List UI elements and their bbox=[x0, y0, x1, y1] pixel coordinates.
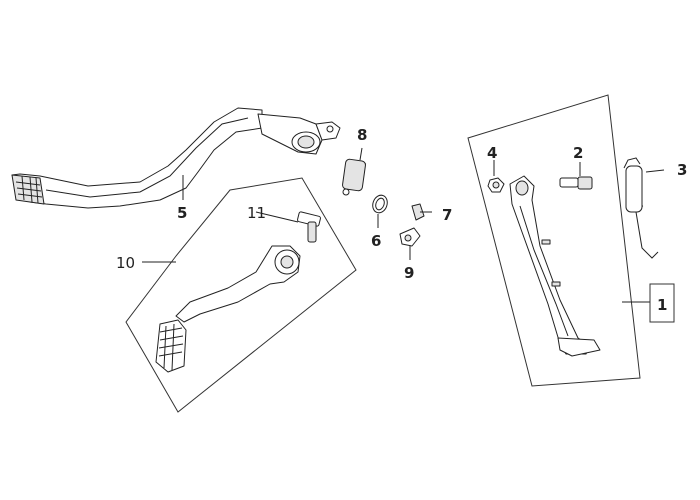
callout-11: 11 bbox=[247, 204, 266, 222]
callout-8: 8 bbox=[357, 126, 367, 144]
callout-1: 1 bbox=[657, 296, 667, 314]
callout-7: 7 bbox=[442, 206, 452, 224]
clip-7 bbox=[411, 203, 432, 221]
spring-3 bbox=[623, 157, 665, 259]
side-stand bbox=[509, 175, 601, 357]
callout-9: 9 bbox=[404, 264, 414, 282]
callout-5: 5 bbox=[177, 204, 187, 222]
side-stand-frame bbox=[467, 94, 641, 387]
spring-8 bbox=[342, 147, 367, 196]
gear-pedal-frame bbox=[125, 177, 357, 413]
callout-4: 4 bbox=[487, 144, 497, 162]
gear-shift-pedal bbox=[155, 245, 301, 373]
brake-pedal bbox=[11, 107, 341, 209]
switch-9 bbox=[399, 227, 421, 260]
bolt-2 bbox=[559, 162, 593, 190]
callout-6: 6 bbox=[371, 232, 381, 250]
nut-4 bbox=[487, 160, 505, 193]
shift-pedal-bolt bbox=[255, 211, 321, 243]
callout-3: 3 bbox=[677, 161, 687, 179]
o-ring-6 bbox=[372, 194, 388, 228]
callout-2: 2 bbox=[573, 144, 583, 162]
callout-10: 10 bbox=[116, 254, 135, 272]
